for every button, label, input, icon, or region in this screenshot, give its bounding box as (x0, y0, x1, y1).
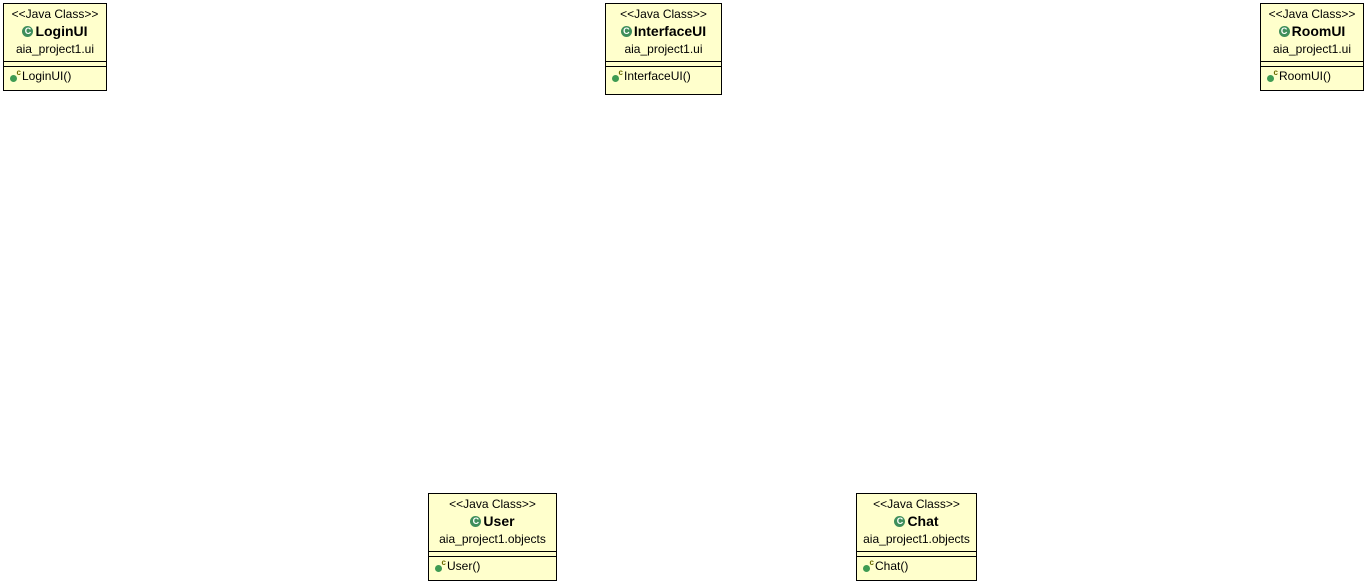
class-name-row: C LoginUI (4, 22, 106, 41)
constructor-icon: c (863, 559, 874, 572)
class-box-interfaceui[interactable]: <<Java Class>> C InterfaceUI aia_project… (605, 3, 722, 95)
operations-compartment: c InterfaceUI() (606, 66, 721, 87)
operation-label: InterfaceUI() (624, 69, 691, 83)
operation-row[interactable]: c RoomUI() (1267, 69, 1363, 84)
attributes-compartment (4, 61, 106, 66)
constructor-icon: c (435, 559, 446, 572)
class-name: User (483, 513, 515, 529)
stereotype-label: <<Java Class>> (620, 7, 707, 21)
attributes-compartment (857, 551, 976, 556)
package-label: aia_project1.ui (1272, 42, 1352, 56)
class-name: RoomUI (1291, 23, 1346, 39)
class-c-icon: C (1278, 26, 1290, 37)
constructor-icon: c (612, 69, 623, 82)
operation-label: LoginUI() (22, 69, 72, 83)
class-name-row: C Chat (857, 512, 976, 531)
operation-label: RoomUI() (1279, 69, 1332, 83)
package-label: aia_project1.objects (863, 532, 970, 546)
class-header: <<Java Class>> C InterfaceUI aia_project… (606, 4, 721, 61)
operation-row[interactable]: c InterfaceUI() (612, 69, 721, 84)
class-c-icon: C (470, 516, 482, 527)
class-header: <<Java Class>> C Chat aia_project1.objec… (857, 494, 976, 551)
class-box-roomui[interactable]: <<Java Class>> C RoomUI aia_project1.ui … (1260, 3, 1364, 91)
class-name-row: C InterfaceUI (606, 22, 721, 41)
stereotype-label: <<Java Class>> (11, 7, 99, 21)
class-header: <<Java Class>> C LoginUI aia_project1.ui (4, 4, 106, 61)
class-box-chat[interactable]: <<Java Class>> C Chat aia_project1.objec… (856, 493, 977, 581)
class-name: InterfaceUI (633, 23, 707, 39)
class-box-loginui[interactable]: <<Java Class>> C LoginUI aia_project1.ui… (3, 3, 107, 91)
package-label: aia_project1.ui (624, 42, 703, 56)
class-header: <<Java Class>> C RoomUI aia_project1.ui (1261, 4, 1363, 61)
stereotype-label: <<Java Class>> (449, 497, 536, 511)
operation-label: User() (447, 559, 481, 573)
stereotype-label: <<Java Class>> (873, 497, 960, 511)
operation-row[interactable]: c User() (435, 559, 556, 574)
operations-compartment: c Chat() (857, 556, 976, 577)
constructor-icon: c (1267, 69, 1278, 82)
attributes-compartment (1261, 61, 1363, 66)
class-name: Chat (907, 513, 939, 529)
attributes-compartment (429, 551, 556, 556)
operation-label: Chat() (875, 559, 909, 573)
operations-compartment: c User() (429, 556, 556, 577)
operations-compartment: c RoomUI() (1261, 66, 1363, 87)
class-name-row: C RoomUI (1261, 22, 1363, 41)
constructor-icon: c (10, 69, 21, 82)
attributes-compartment (606, 61, 721, 66)
class-name-row: C User (429, 512, 556, 531)
package-label: aia_project1.ui (15, 42, 95, 56)
class-c-icon: C (22, 26, 34, 37)
operation-row[interactable]: c LoginUI() (10, 69, 106, 84)
class-box-user[interactable]: <<Java Class>> C User aia_project1.objec… (428, 493, 557, 581)
class-header: <<Java Class>> C User aia_project1.objec… (429, 494, 556, 551)
package-label: aia_project1.objects (439, 532, 546, 546)
stereotype-label: <<Java Class>> (1268, 7, 1356, 21)
class-c-icon: C (620, 26, 632, 37)
operation-row[interactable]: c Chat() (863, 559, 976, 574)
class-c-icon: C (894, 516, 906, 527)
operations-compartment: c LoginUI() (4, 66, 106, 87)
class-name: LoginUI (35, 23, 88, 39)
